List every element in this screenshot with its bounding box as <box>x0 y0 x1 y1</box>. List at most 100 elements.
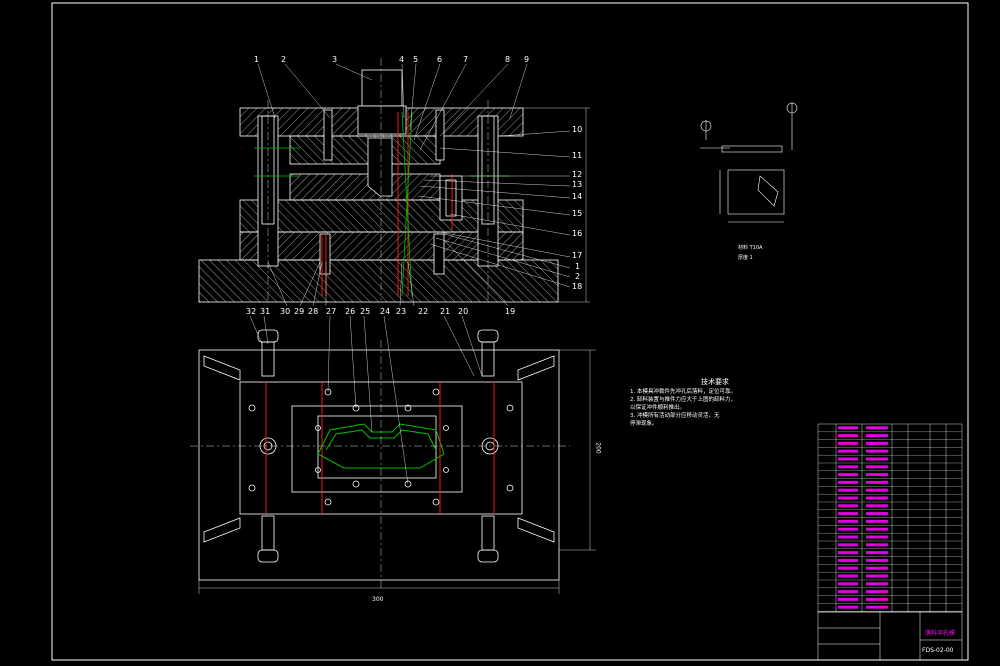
leader-lines-right <box>417 130 571 288</box>
title-block <box>817 611 963 661</box>
callout: 1 <box>254 55 260 64</box>
table-cell-mark <box>838 488 858 492</box>
leader-lines-plan <box>249 315 483 485</box>
callout: 2 <box>281 55 287 64</box>
table-cell-mark <box>866 558 888 562</box>
callout: 29 <box>294 307 305 316</box>
plan-height-dimension: 200 <box>594 442 602 454</box>
table-cell-mark <box>838 426 858 430</box>
callout: 20 <box>458 307 469 316</box>
callout: 19 <box>505 307 516 316</box>
table-cell-mark <box>838 457 858 461</box>
callout: 14 <box>572 192 583 201</box>
drawing-frame <box>51 2 969 661</box>
callout: 2 <box>575 272 581 281</box>
tech-req-line: 停滞现象。 <box>630 421 658 427</box>
table-cell-mark <box>838 558 858 562</box>
table-cell-mark <box>838 504 858 508</box>
table-cell-mark <box>866 457 888 461</box>
callout: 7 <box>463 55 469 64</box>
table-cell-mark <box>866 496 888 500</box>
callout: 22 <box>418 307 429 316</box>
table-cell-mark <box>838 441 858 445</box>
table-cell-mark <box>838 496 858 500</box>
callout: 31 <box>260 307 271 316</box>
tech-req-line: 1. 本模具冲裁件先冲孔后落料，定位可靠。 <box>630 389 736 395</box>
callout: 8 <box>505 55 511 64</box>
table-cell-mark <box>866 566 888 570</box>
callout: 13 <box>572 180 583 189</box>
tech-req-line: 3. 冲模所有活动部分应移动灵活，无 <box>630 413 720 419</box>
table-cell-mark <box>838 574 858 578</box>
table-cell-mark <box>838 512 858 516</box>
table-cell-mark <box>838 582 858 586</box>
table-cell-mark <box>838 566 858 570</box>
plan-width-dimension: 300 <box>372 596 384 603</box>
table-cell-mark <box>866 597 888 601</box>
table-cell-mark <box>838 480 858 484</box>
table-cell-mark <box>866 519 888 523</box>
table-cell-mark <box>866 512 888 516</box>
callout: 12 <box>572 170 583 179</box>
callout: 21 <box>440 307 451 316</box>
callout: 28 <box>308 307 319 316</box>
front-section-view <box>198 69 559 303</box>
parts-list-rows <box>818 426 962 612</box>
title-block-name: 落料冲孔模 <box>925 630 956 637</box>
table-cell-mark <box>838 597 858 601</box>
plan-dimensions <box>198 349 596 594</box>
table-cell-mark <box>866 527 888 531</box>
table-cell-mark <box>838 434 858 438</box>
table-cell-mark <box>866 449 888 453</box>
title-block-code: FDS-02-00 <box>922 647 954 654</box>
workpiece-outline <box>317 423 445 469</box>
table-cell-mark <box>866 543 888 547</box>
leader-lines-bottom <box>267 239 509 307</box>
detail-thickness: 厚度 1 <box>738 255 753 261</box>
callout: 1 <box>575 262 581 271</box>
table-cell-mark <box>838 519 858 523</box>
callout: 10 <box>572 125 583 134</box>
callout: 18 <box>572 282 583 291</box>
dimension-front-height <box>523 107 590 303</box>
plan-red-lines <box>265 382 495 514</box>
callout: 25 <box>360 307 371 316</box>
table-cell-mark <box>838 551 858 555</box>
callout: 16 <box>572 229 583 238</box>
callout: 4 <box>399 55 405 64</box>
tech-req-title: 技术要求 <box>701 378 729 386</box>
table-cell-mark <box>866 605 888 609</box>
callout: 32 <box>246 307 257 316</box>
callout: 15 <box>572 209 583 218</box>
table-cell-mark <box>866 535 888 539</box>
table-cell-mark <box>838 473 858 477</box>
callout: 6 <box>437 55 443 64</box>
table-cell-mark <box>838 465 858 469</box>
table-cell-mark <box>866 434 888 438</box>
table-cell-mark <box>866 551 888 555</box>
centerlines-front <box>254 111 510 297</box>
vertical-axis-front <box>267 58 489 300</box>
table-cell-mark <box>838 535 858 539</box>
callout: 3 <box>332 55 338 64</box>
detail-material: 材料 T10A <box>738 245 763 251</box>
table-cell-mark <box>838 590 858 594</box>
callout: 27 <box>326 307 337 316</box>
table-cell-mark <box>866 473 888 477</box>
table-cell-mark <box>838 527 858 531</box>
technical-requirements: 技术要求 1. 本模具冲裁件先冲孔后落料，定位可靠。 2. 卸料装置与推件力应大… <box>630 378 800 428</box>
callout: 11 <box>572 151 583 160</box>
table-cell-mark <box>866 590 888 594</box>
callout: 5 <box>413 55 419 64</box>
leader-lines-top <box>257 63 528 151</box>
table-cell-mark <box>866 441 888 445</box>
detail-view <box>700 102 798 223</box>
table-cell-mark <box>866 504 888 508</box>
table-cell-mark <box>866 465 888 469</box>
table-cell-mark <box>866 574 888 578</box>
plan-centerlines <box>190 340 570 590</box>
table-cell-mark <box>838 605 858 609</box>
table-cell-mark <box>866 426 888 430</box>
callout: 9 <box>524 55 530 64</box>
table-cell-mark <box>866 488 888 492</box>
